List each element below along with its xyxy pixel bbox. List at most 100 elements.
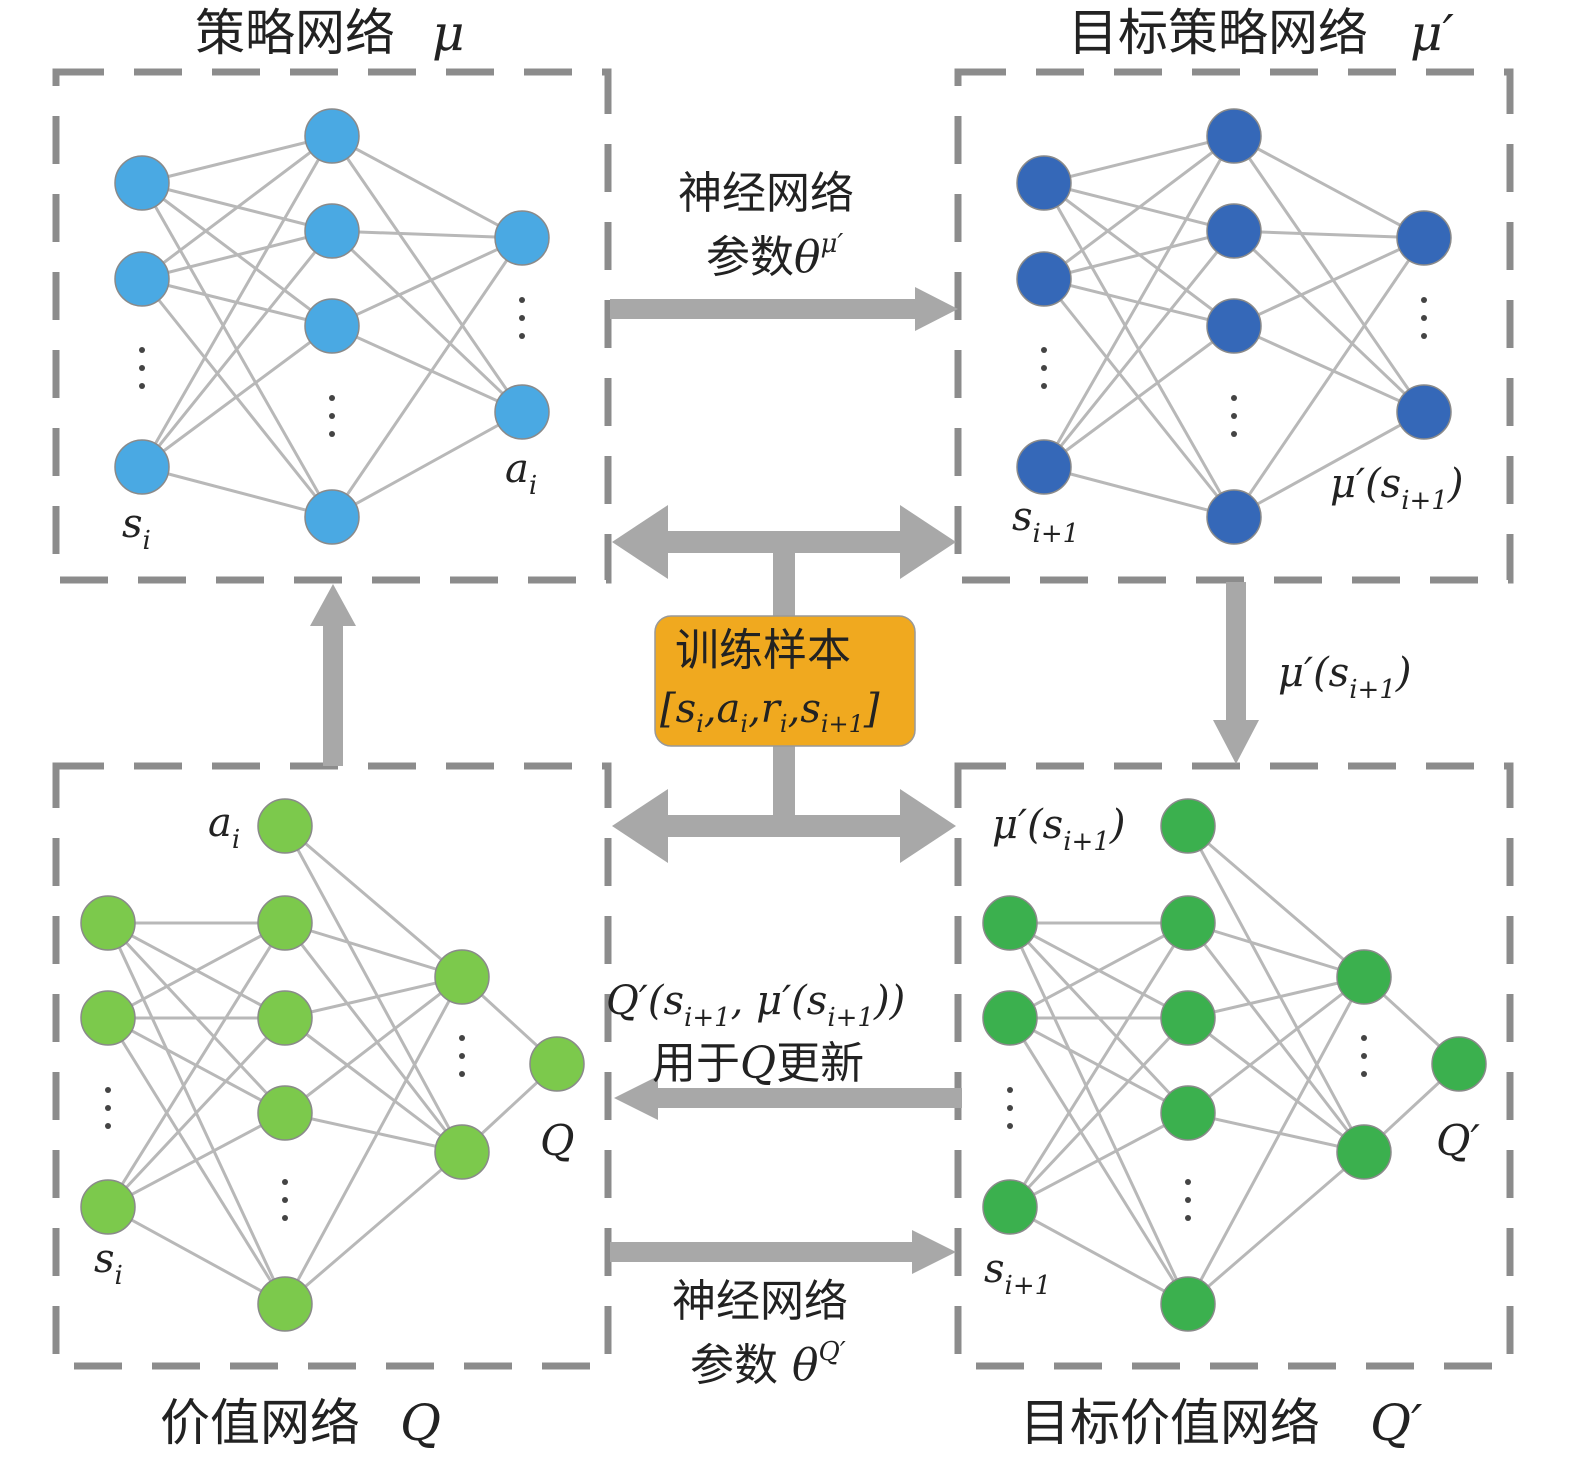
target-value-ellipsis-dot xyxy=(1007,1123,1013,1129)
value-ellipsis-dot xyxy=(282,1179,288,1185)
policy-network-symbol: μ xyxy=(432,4,465,62)
value-edge xyxy=(107,1111,286,1209)
value-ellipsis-dot xyxy=(282,1197,288,1203)
target-value-ellipsis-dot xyxy=(1361,1053,1367,1059)
value-params-arrow xyxy=(610,1230,956,1274)
policy-edge xyxy=(330,135,524,413)
target-policy-node-l0-1 xyxy=(1016,251,1072,307)
target-value-edge xyxy=(1009,921,1189,1020)
target-policy-edge xyxy=(1232,237,1426,518)
target-value-input-label: si+1 xyxy=(984,1246,1051,1301)
value-edge xyxy=(284,1016,463,1154)
value-node-l1-0 xyxy=(257,798,313,854)
policy-edge xyxy=(331,229,523,240)
target-value-ellipsis-dot xyxy=(1361,1071,1367,1077)
target-policy-ellipsis-dot xyxy=(1231,413,1237,419)
target-policy-edge xyxy=(1232,229,1426,414)
target-policy-node-l2-1 xyxy=(1396,384,1452,440)
value-node-l0-1 xyxy=(80,990,136,1046)
value-node-l0-0 xyxy=(80,895,136,951)
value-network-symbol: Q xyxy=(400,1394,441,1452)
policy-ellipsis-dot xyxy=(329,431,335,437)
target-policy-output-label: μ′(si+1) xyxy=(1330,461,1463,516)
target-policy-node-l1-0 xyxy=(1206,108,1262,164)
policy-ellipsis-dot xyxy=(519,297,525,303)
q-update-label-line2: 用于Q更新 xyxy=(652,1038,864,1089)
value-edge xyxy=(284,921,463,979)
value-node-l0-2 xyxy=(80,1179,136,1235)
target-value-ellipsis-dot xyxy=(1185,1197,1191,1203)
target-policy-ellipsis-dot xyxy=(1231,395,1237,401)
policy-output-label: ai xyxy=(505,446,537,501)
target-policy-edge xyxy=(1043,134,1235,281)
value-ellipsis-dot xyxy=(459,1035,465,1041)
training-sample-box: 训练样本 [si,ai,ri,si+1] xyxy=(654,615,916,747)
target-policy-node-l1-3 xyxy=(1206,489,1262,545)
target-value-edge xyxy=(1008,922,1190,1208)
target-value-edge xyxy=(1008,1016,1190,1209)
policy-edge xyxy=(330,229,524,414)
policy-edge xyxy=(141,324,333,469)
target-value-output-label: Q′ xyxy=(1436,1116,1480,1165)
policy-edge xyxy=(141,134,333,281)
value-params-label-line1: 神经网络 xyxy=(672,1276,848,1327)
training-sample-tuple: [si,ai,ri,si+1] xyxy=(660,686,880,738)
policy-network-panel xyxy=(52,68,612,584)
value-ellipsis-dot xyxy=(105,1087,111,1093)
policy-edge xyxy=(331,324,523,414)
policy-node-l2-0 xyxy=(494,210,550,266)
policy-node-l1-1 xyxy=(304,203,360,259)
target-policy-node-l2-0 xyxy=(1396,210,1452,266)
target-policy-edge xyxy=(1232,135,1426,413)
target-policy-ellipsis-dot xyxy=(1421,297,1427,303)
target-value-network-symbol: Q′ xyxy=(1370,1394,1423,1452)
value-input-label: si xyxy=(94,1236,123,1291)
training-sample-title: 训练样本 xyxy=(675,625,851,676)
policy-input-label: si xyxy=(122,501,151,556)
policy-edge xyxy=(331,236,523,328)
policy-node-l0-0 xyxy=(114,155,170,211)
policy-node-l2-1 xyxy=(494,384,550,440)
value-ellipsis-dot xyxy=(459,1053,465,1059)
target-value-action-label: μ′(si+1) xyxy=(992,802,1125,857)
policy-ellipsis-dot xyxy=(519,333,525,339)
policy-node-l0-2 xyxy=(114,439,170,495)
policy-edge xyxy=(140,135,334,468)
value-output-label: Q xyxy=(540,1116,574,1165)
target-value-ellipsis-dot xyxy=(1007,1105,1013,1111)
policy-node-l0-1 xyxy=(114,251,170,307)
value-node-l1-3 xyxy=(257,1085,313,1141)
target-policy-network-graph xyxy=(1016,108,1452,545)
target-value-edge xyxy=(1187,824,1365,979)
value-node-l1-1 xyxy=(257,895,313,951)
target-value-node-l1-3 xyxy=(1160,1085,1216,1141)
value-ellipsis-dot xyxy=(105,1105,111,1111)
target-value-edge xyxy=(1009,1205,1189,1306)
target-policy-ellipsis-dot xyxy=(1041,383,1047,389)
target-policy-edge xyxy=(1043,134,1235,185)
target-value-edge xyxy=(1187,1150,1365,1306)
value-node-l3-0 xyxy=(529,1036,585,1092)
target-policy-ellipsis-dot xyxy=(1421,315,1427,321)
value-edge xyxy=(284,824,463,979)
target-value-node-l1-4 xyxy=(1160,1276,1216,1332)
target-policy-edge xyxy=(1043,465,1235,519)
target-value-node-l1-0 xyxy=(1160,798,1216,854)
target-value-edge xyxy=(1186,922,1366,1153)
target-policy-ellipsis-dot xyxy=(1421,333,1427,339)
value-to-policy-arrow xyxy=(310,584,356,766)
target-value-node-l0-0 xyxy=(982,895,1038,951)
value-edge xyxy=(284,1150,463,1306)
target-policy-node-l1-1 xyxy=(1206,203,1262,259)
value-edge xyxy=(107,1205,286,1306)
policy-edge xyxy=(141,134,333,185)
target-value-edge xyxy=(1187,1111,1365,1154)
policy-params-arrow xyxy=(610,287,958,331)
target-policy-edge xyxy=(1043,324,1235,469)
target-policy-edge xyxy=(1233,410,1425,519)
value-edge xyxy=(284,1111,463,1154)
value-edge xyxy=(284,975,463,1115)
q-update-label-line1: Q′(si+1, μ′(si+1)) xyxy=(606,978,905,1033)
value-edge xyxy=(106,1016,287,1209)
policy-edge xyxy=(331,134,523,240)
